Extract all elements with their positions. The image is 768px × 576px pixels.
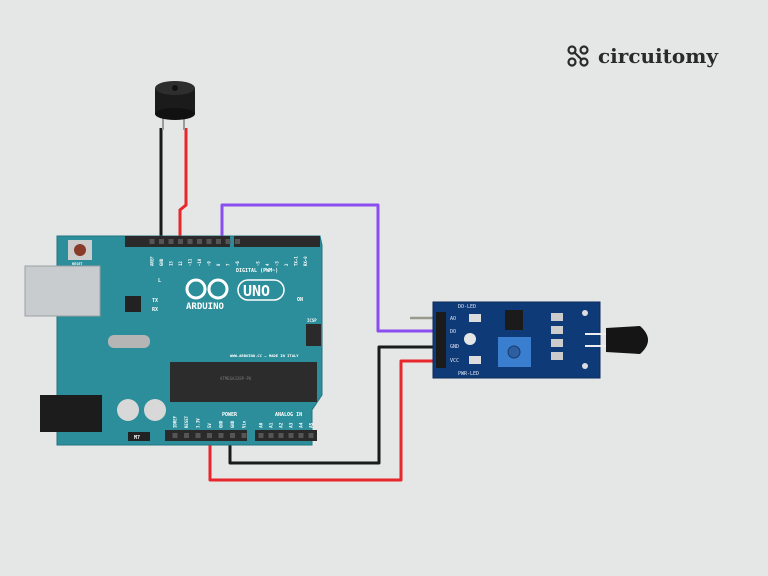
brand-logo: circuitomy bbox=[566, 44, 718, 68]
capacitor bbox=[117, 399, 139, 421]
atmega-chip bbox=[170, 362, 317, 402]
buzzer bbox=[155, 81, 195, 130]
power-jack bbox=[40, 395, 102, 432]
do-led-label: DO-LED bbox=[458, 304, 476, 310]
header-pin bbox=[206, 239, 212, 244]
arduino-infinity-logo bbox=[185, 278, 229, 300]
led-label-l: L bbox=[158, 278, 161, 284]
header-pin bbox=[235, 239, 240, 244]
pin-label: 2 bbox=[284, 263, 289, 266]
ir-flame-led bbox=[606, 326, 648, 354]
header-pin bbox=[187, 239, 193, 244]
digital-label: DIGITAL (PWM~) bbox=[236, 268, 278, 274]
pin-label: 4 bbox=[265, 263, 270, 266]
power-label: POWER bbox=[222, 412, 238, 418]
pin-label: TX→1 bbox=[294, 256, 299, 266]
header-pin bbox=[216, 239, 221, 244]
power-header bbox=[165, 430, 247, 441]
usb-port bbox=[24, 265, 101, 317]
header-pin bbox=[241, 433, 247, 438]
analog-pin-label: A4 bbox=[299, 422, 305, 428]
header-pin bbox=[225, 239, 231, 244]
pin-label-vcc: VCC bbox=[450, 358, 459, 364]
analog-pin-label: A3 bbox=[289, 422, 295, 428]
pin-label: GND bbox=[219, 420, 224, 428]
analog-pin-label: A5 bbox=[309, 422, 315, 428]
header-pin bbox=[308, 433, 314, 438]
analog-pin-label: A0 bbox=[259, 422, 265, 428]
pin-label-gnd: GND bbox=[450, 344, 459, 350]
chip-label: ATMEGA328P-PU bbox=[220, 376, 252, 381]
header-pin bbox=[278, 433, 284, 438]
pin-label: ~5 bbox=[256, 261, 261, 266]
pin-label: ~11 bbox=[188, 258, 193, 266]
header-pin bbox=[258, 433, 264, 438]
header-pin bbox=[168, 239, 174, 244]
flame-sensor-module: DO-LED PWR-LED AO DO GND VCC bbox=[410, 301, 648, 379]
icsp-header bbox=[306, 324, 321, 346]
analog-pin-label: A1 bbox=[269, 422, 275, 428]
pin-label: IOREF bbox=[173, 415, 178, 428]
header-pin bbox=[288, 433, 294, 438]
pin-label: ~6 bbox=[235, 261, 240, 266]
uno-label: UNO bbox=[243, 282, 270, 300]
header-pin bbox=[230, 433, 235, 438]
reset-label: RESET bbox=[72, 262, 83, 266]
analog-label: ANALOG IN bbox=[275, 412, 302, 418]
pin-label: ~10 bbox=[197, 258, 202, 266]
led-label-rx: RX bbox=[152, 307, 158, 313]
header-pin bbox=[207, 433, 212, 438]
pin-label: GND bbox=[159, 258, 164, 266]
regulator-label: M7 bbox=[134, 435, 140, 441]
pin-label: ~3 bbox=[275, 261, 280, 266]
wire-red-buzzer-13 bbox=[178, 128, 188, 242]
header-pin bbox=[149, 239, 155, 244]
header-pin bbox=[184, 433, 189, 438]
header-pin bbox=[195, 433, 201, 438]
pin-label: AREF bbox=[150, 256, 155, 266]
header-pin bbox=[218, 433, 224, 438]
pwr-led-label: PWR-LED bbox=[458, 371, 479, 377]
header-pin bbox=[159, 239, 164, 244]
pin-label: 8 bbox=[216, 263, 221, 266]
header-pin bbox=[178, 239, 183, 244]
circuitomy-logo-icon bbox=[567, 45, 589, 67]
pin-label: RESET bbox=[184, 415, 189, 428]
led-label-tx: TX bbox=[152, 298, 158, 304]
website-label: WWW.ARDUINO.CC — MADE IN ITALY bbox=[230, 353, 299, 358]
wire-black-gnd-to-gnd bbox=[228, 345, 440, 465]
icsp-label: ICSP bbox=[307, 318, 317, 323]
analog-pin-label: A2 bbox=[279, 422, 285, 428]
on-label: ON bbox=[297, 297, 303, 303]
pin-label: 13 bbox=[169, 261, 174, 266]
pin-label: 5V bbox=[207, 423, 212, 428]
digital-header-left bbox=[125, 236, 230, 247]
header-pin bbox=[197, 239, 202, 244]
pin-label: 7 bbox=[226, 263, 231, 266]
arduino-logo-text: ARDUINO bbox=[186, 302, 225, 312]
wire-purple-d8-to-do bbox=[220, 203, 440, 333]
pin-label: ~9 bbox=[207, 261, 212, 266]
pin-label: Vin bbox=[242, 420, 247, 428]
header-pin bbox=[298, 433, 304, 438]
crystal bbox=[108, 335, 150, 348]
capacitor bbox=[144, 399, 166, 421]
pin-label-ao: AO bbox=[450, 316, 456, 322]
usb-chip bbox=[125, 296, 141, 312]
digital-header-right bbox=[234, 236, 320, 247]
pin-label: 3.3V bbox=[196, 418, 201, 428]
analog-header bbox=[255, 430, 317, 441]
header-pin bbox=[172, 433, 178, 438]
pin-label-do: DO bbox=[450, 329, 456, 335]
pin-label: RX←0 bbox=[303, 256, 308, 266]
header-pin bbox=[268, 433, 274, 438]
pin-label: 12 bbox=[178, 261, 183, 266]
pin-label: GND bbox=[230, 420, 235, 428]
brand-name: circuitomy bbox=[598, 44, 718, 68]
comparator-chip bbox=[505, 310, 523, 330]
wire-red-5v-to-vcc bbox=[208, 359, 440, 482]
